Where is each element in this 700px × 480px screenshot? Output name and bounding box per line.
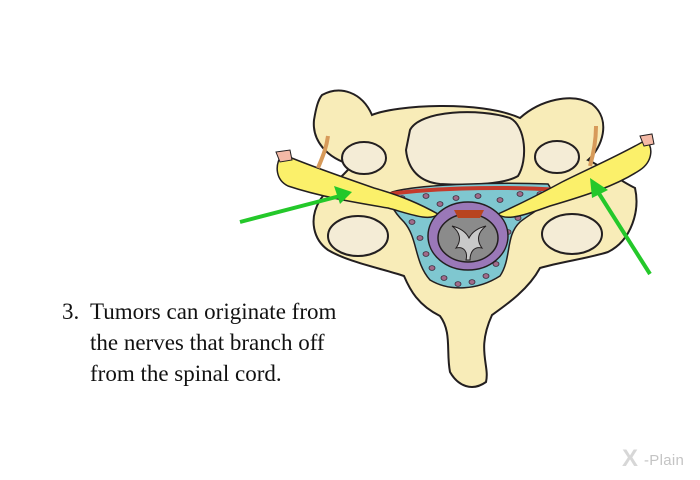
foramen-left-lower [327,215,389,257]
vertebral-disc [404,111,526,186]
logo-mark: X [622,445,639,472]
xplain-logo: X -Plain [622,445,700,478]
caption-text: 3. Tumors can originate from the nerves … [62,296,422,389]
nerve-right [496,139,652,218]
caption-line-3: from the spinal cord. [90,361,282,386]
artery-band [377,186,561,198]
foramen-left-upper [341,141,387,175]
nerve-root-left [316,135,330,169]
nerve-root-right [588,125,598,167]
nerve-tip-left [275,149,293,163]
caption-line-2: the nerves that branch off [90,330,325,355]
caption-number: 3. [62,299,80,324]
foramen-right-upper [534,140,580,174]
fluid-red [454,210,484,218]
gray-matter [451,225,487,261]
nerve-left [276,153,440,219]
logo-text: -Plain [644,452,685,469]
nerve-tip-right [639,133,655,147]
caption-line-1: Tumors can originate from [90,299,337,324]
foramen-right-lower [541,213,603,255]
arrow-right [590,178,652,276]
arrow-left [239,186,352,224]
